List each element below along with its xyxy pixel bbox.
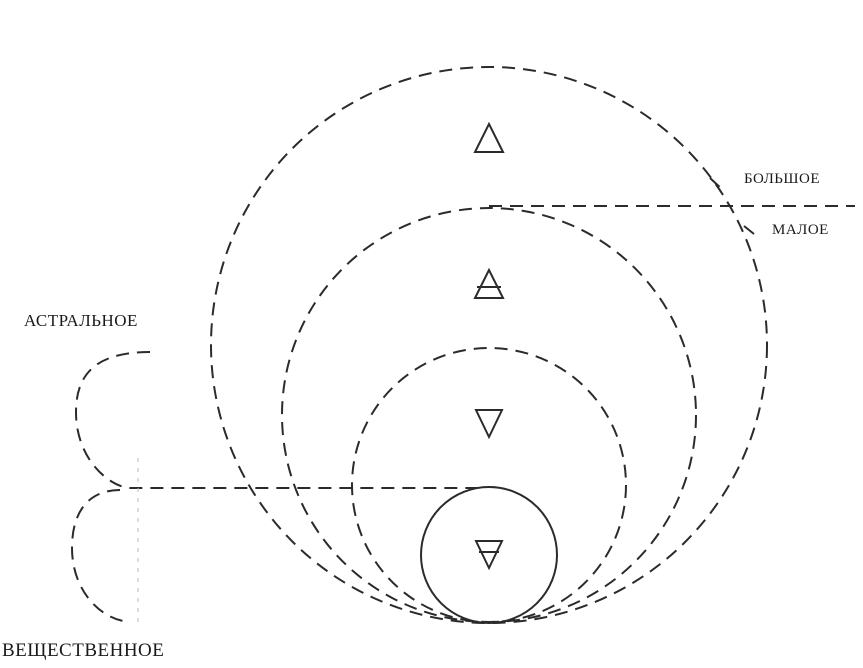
third-dashed-circle <box>351 347 627 623</box>
material-loop <box>70 489 131 623</box>
astral-label: АСТРАЛЬНОЕ <box>24 311 138 330</box>
upper-label: БОЛЬШОЕ <box>744 171 821 187</box>
fire-triangle-symbol <box>473 121 505 153</box>
water-triangle-symbol <box>474 409 504 440</box>
lower-label: МАЛОЕ <box>772 222 829 238</box>
upper-pointer <box>709 177 725 192</box>
astral-loop <box>74 351 484 489</box>
lower-pointer <box>743 225 755 235</box>
earth-triangle-symbol <box>474 540 504 571</box>
air-triangle-symbol <box>473 267 505 299</box>
material-label: ВЕЩЕСТВЕННОЕ <box>2 640 165 661</box>
inner-solid-circle <box>420 486 558 624</box>
outer-dashed-circle <box>210 66 768 624</box>
